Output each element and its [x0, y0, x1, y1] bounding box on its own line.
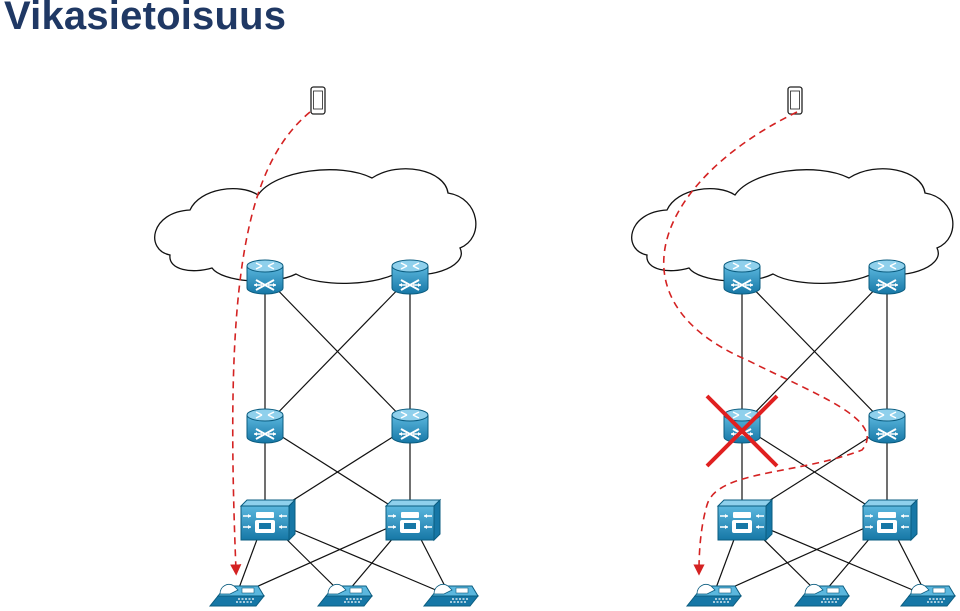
core-left-router-icon	[246, 259, 284, 295]
link-access-left-phone-3	[264, 517, 451, 597]
link-core-right-dist-left	[741, 276, 888, 427]
dist-left-router-icon	[723, 408, 761, 444]
access-right-multilayer-switch-icon	[862, 499, 918, 541]
access-left-multilayer-switch-icon	[717, 499, 773, 541]
phone-1-ip-phone-icon	[686, 583, 742, 607]
traffic-path-normal	[230, 111, 311, 576]
link-access-right-phone-1	[235, 517, 411, 597]
phone-1-ip-phone-icon	[209, 583, 265, 607]
phone-2-ip-phone-icon	[317, 583, 373, 607]
dist-right-router-icon	[391, 408, 429, 444]
failure-x-icon	[705, 394, 779, 468]
link-access-right-phone-1	[712, 517, 888, 597]
core-left-router-icon	[723, 259, 761, 295]
phone-3-ip-phone-icon	[423, 583, 479, 607]
mobile-mobile-phone-icon	[310, 86, 326, 115]
access-left-multilayer-switch-icon	[240, 499, 296, 541]
mobile-mobile-phone-icon	[787, 86, 803, 115]
phone-2-ip-phone-icon	[794, 583, 850, 607]
dist-left-router-icon	[246, 408, 284, 444]
slide-title: Vikasietoisuus	[4, 0, 287, 38]
core-right-router-icon	[391, 259, 429, 295]
diagram-normal	[154, 86, 479, 607]
access-right-multilayer-switch-icon	[385, 499, 441, 541]
core-right-router-icon	[868, 259, 906, 295]
phone-3-ip-phone-icon	[900, 583, 956, 607]
link-access-left-phone-3	[741, 517, 928, 597]
dist-right-router-icon	[868, 408, 906, 444]
diagram-failover	[631, 86, 956, 607]
link-core-right-dist-left	[264, 276, 411, 427]
traffic-path-failover	[663, 111, 868, 576]
